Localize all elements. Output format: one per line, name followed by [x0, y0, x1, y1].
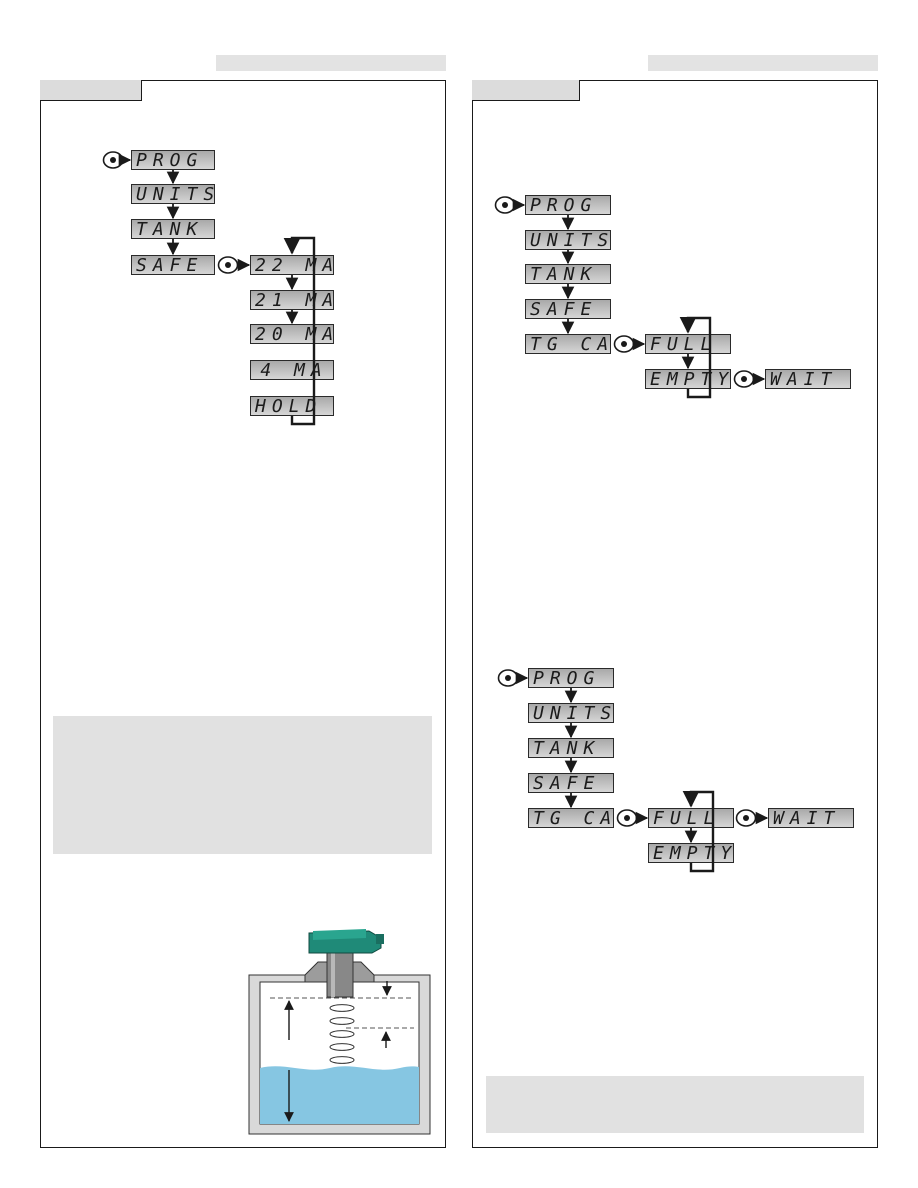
- loop-bracket-icon: [682, 790, 715, 873]
- enter-button-icon: [735, 809, 757, 827]
- lcd-tgcal-a: TG CAL: [525, 334, 611, 354]
- lcd-safe-a: SAFE: [525, 299, 611, 319]
- lcd-units-a: UNITS: [525, 230, 611, 250]
- loop-bracket-icon: [679, 316, 712, 399]
- enter-button-icon: [217, 256, 239, 274]
- tank-illustration: [248, 929, 431, 1135]
- lcd-prog-b: PROG: [528, 668, 614, 688]
- right-panel-tab: [472, 80, 580, 101]
- liquid: [260, 1066, 419, 1124]
- lcd-wait-b: WAIT: [768, 808, 854, 828]
- lcd-tgcal-b: TG CAL: [528, 808, 614, 828]
- right-note-box: [486, 1076, 864, 1133]
- lcd-prog: PROG: [131, 150, 215, 170]
- right-header-bar: [648, 55, 878, 71]
- lcd-tank-b: TANK: [528, 738, 614, 758]
- lcd-safe-b: SAFE: [528, 773, 614, 793]
- left-panel: [40, 80, 446, 1148]
- lcd-wait-a: WAIT: [765, 369, 851, 389]
- loop-bracket-icon: [283, 236, 316, 426]
- enter-button-icon: [616, 809, 638, 827]
- right-panel: [472, 80, 878, 1148]
- enter-button-icon: [733, 370, 755, 388]
- lcd-units-b: UNITS: [528, 703, 614, 723]
- lcd-tank-a: TANK: [525, 264, 611, 284]
- lcd-units: UNITS: [131, 184, 215, 204]
- enter-button-icon: [102, 151, 124, 169]
- enter-button-icon: [497, 669, 519, 687]
- left-panel-tab: [40, 80, 142, 101]
- left-note-box: [53, 716, 432, 854]
- ultrasonic-sensor-icon: [308, 929, 384, 954]
- lcd-safe: SAFE: [131, 255, 215, 275]
- enter-button-icon: [494, 196, 516, 214]
- enter-button-icon: [613, 335, 635, 353]
- left-header-bar: [216, 55, 446, 71]
- lcd-prog-a: PROG: [525, 195, 611, 215]
- lcd-tank: TANK: [131, 219, 215, 239]
